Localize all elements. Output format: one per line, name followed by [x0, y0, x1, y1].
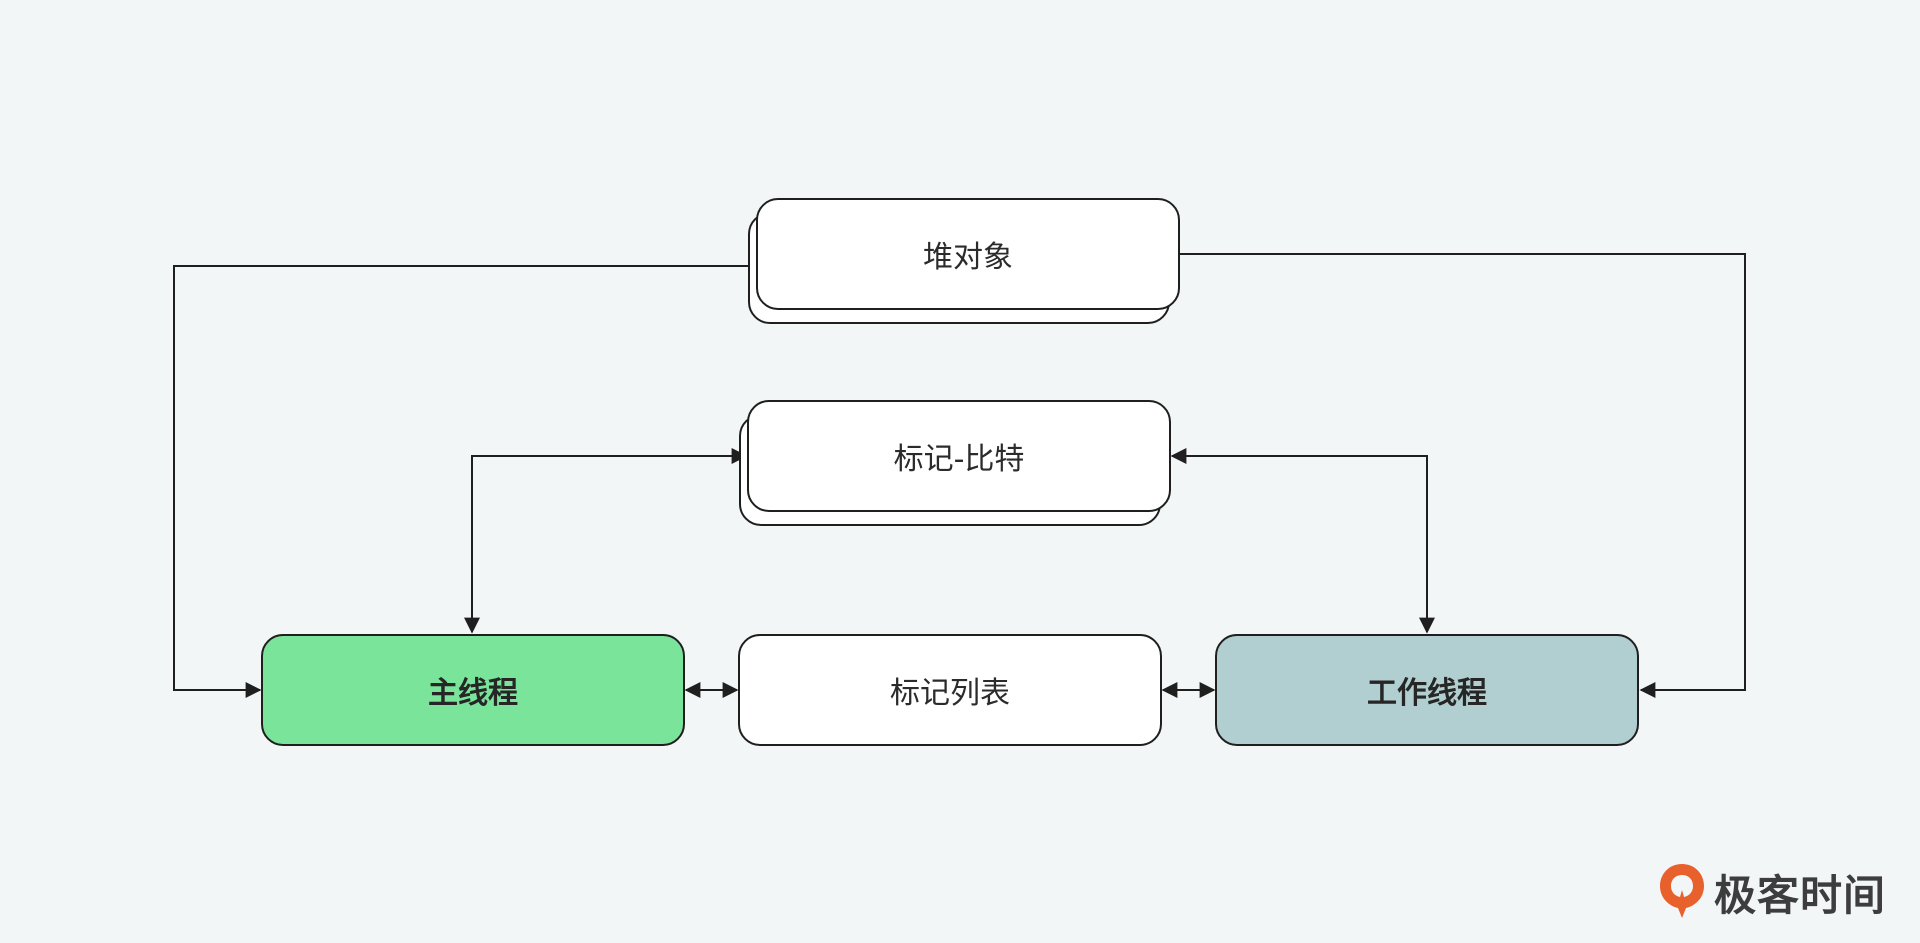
worker-thread-label: 工作线程	[1367, 676, 1487, 711]
main-thread-label: 主线程	[428, 676, 518, 711]
mark-list-node: 标记列表	[738, 634, 1162, 746]
geektime-logo-icon	[1660, 864, 1704, 918]
edge-heap-to-worker	[1178, 253, 1746, 698]
edge-worker-markbits	[1170, 448, 1435, 634]
worker-thread-node: 工作线程	[1215, 634, 1639, 746]
edge-heap-to-main	[173, 265, 748, 698]
mark-bits-label: 标记-比特	[893, 442, 1025, 477]
mark-bits-node: 标记-比特	[747, 400, 1171, 512]
brand-logo: 极客时间	[1656, 860, 1886, 924]
mark-list-label: 标记列表	[890, 676, 1010, 711]
heap-objects-label: 堆对象	[923, 240, 1013, 275]
edge-main-markbits	[464, 448, 748, 634]
main-thread-node: 主线程	[261, 634, 685, 746]
heap-objects-node: 堆对象	[756, 198, 1180, 310]
brand-name: 极客时间	[1714, 870, 1887, 920]
